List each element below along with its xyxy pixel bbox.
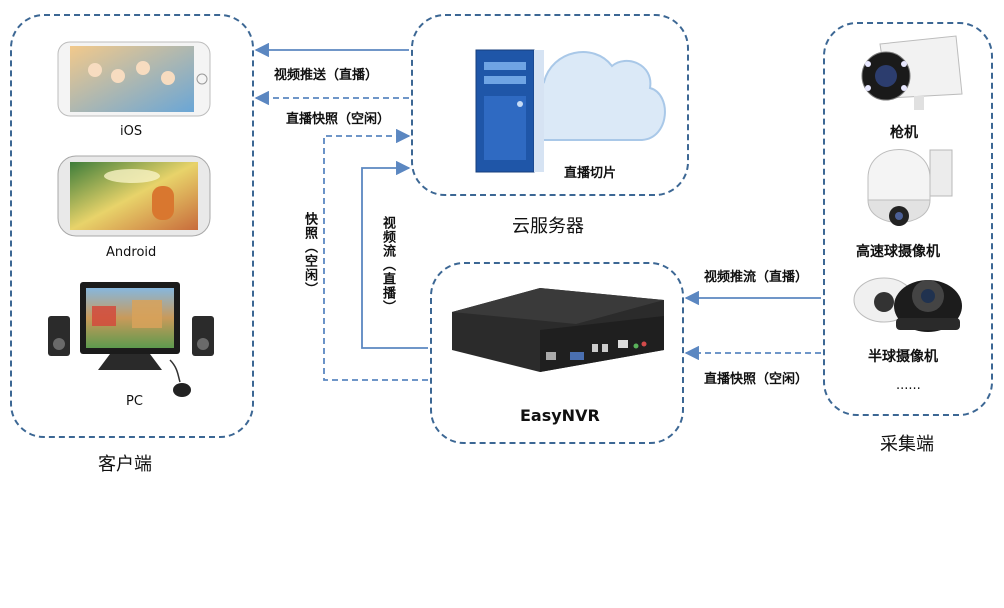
- client-group-frame: [10, 14, 254, 438]
- snapshot-vertical-label: 快照（空闲）: [302, 212, 317, 296]
- gun-camera-label: 枪机: [890, 125, 918, 141]
- speed-dome-camera-icon: [867, 149, 953, 226]
- arrow-snapshot-nvr-to-cloud: [323, 128, 428, 381]
- capture-group-frame: [823, 22, 993, 416]
- push-stream-from-camera-label: 视频推流（直播）: [704, 270, 809, 285]
- ios-label: iOS: [120, 124, 143, 139]
- android-phone-icon: [57, 155, 211, 237]
- speed-dome-label: 高速球摄像机: [856, 244, 940, 260]
- capture-title: 采集端: [880, 434, 934, 455]
- nvr-group-frame: [430, 262, 684, 444]
- dome-camera-label: 半球摄像机: [868, 349, 938, 365]
- cloud-server-icon: [475, 49, 666, 173]
- push-to-client-label: 视频推送（直播）: [274, 68, 379, 83]
- android-label: Android: [106, 245, 157, 260]
- slice-label: 直播切片: [564, 166, 617, 181]
- snapshot-to-client-label: 直播快照（空闲）: [286, 112, 391, 127]
- pc-computer-icon: [48, 282, 214, 397]
- ellipsis-label: ......: [896, 378, 921, 393]
- stream-vertical-label: 视频流（直播）: [380, 216, 395, 314]
- easynvr-box-icon: [452, 288, 664, 372]
- snapshot-from-camera-label: 直播快照（空闲）: [704, 372, 809, 387]
- ios-phone-icon: [57, 41, 211, 117]
- client-title: 客户端: [98, 454, 152, 475]
- pc-label: PC: [126, 394, 143, 409]
- gun-camera-icon: [861, 35, 963, 110]
- dome-camera-icon: [853, 277, 962, 332]
- easynvr-label: EasyNVR: [520, 406, 600, 425]
- arrow-stream-nvr-to-cloud: [361, 160, 428, 349]
- cloud-group-frame: [411, 14, 689, 196]
- cloud-title: 云服务器: [512, 216, 584, 237]
